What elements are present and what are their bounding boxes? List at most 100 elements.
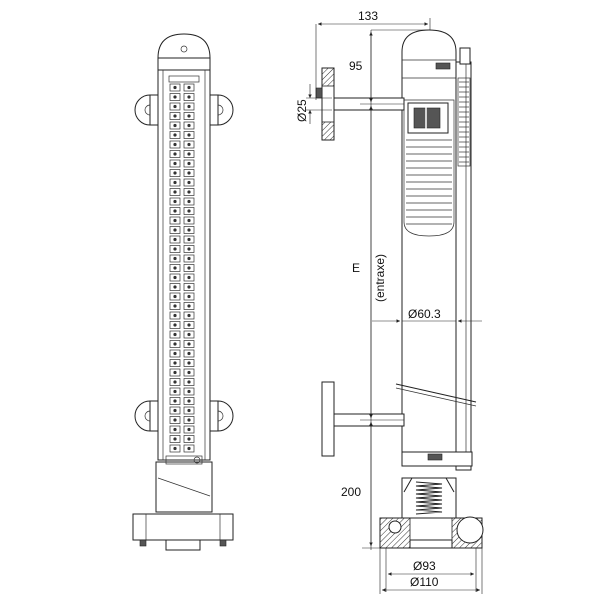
flap-right — [183, 340, 195, 348]
flap-dot — [173, 361, 177, 365]
flap-left — [169, 131, 181, 139]
side-spring — [415, 481, 443, 515]
flap-dot — [173, 446, 177, 451]
flap-dot — [173, 123, 177, 128]
flap-dot — [173, 152, 177, 156]
flap-dot — [187, 370, 191, 375]
flap-right — [183, 93, 195, 101]
flap-dot — [173, 408, 177, 413]
flap-dot — [187, 171, 191, 175]
flap-dot — [187, 199, 191, 204]
flap-dot — [173, 418, 177, 422]
flap-right — [183, 83, 195, 92]
flap-dot — [187, 351, 191, 356]
flap-dot — [187, 275, 191, 280]
flap-dot — [187, 161, 191, 166]
flap-dot — [187, 218, 191, 223]
flap-left — [169, 330, 181, 339]
flap-left — [169, 254, 181, 263]
flap-left — [169, 416, 181, 424]
flap-right — [183, 302, 195, 310]
flap-dot — [187, 114, 191, 118]
flap-dot — [173, 237, 177, 242]
flap-left — [169, 140, 181, 149]
flap-left — [169, 444, 181, 453]
flap-right — [183, 359, 195, 367]
flap-left — [169, 283, 181, 291]
flap-left — [169, 178, 181, 187]
flap-left — [169, 378, 181, 386]
flap-dot — [187, 304, 191, 308]
flap-left — [169, 216, 181, 225]
flap-dot — [187, 228, 191, 232]
flap-right — [183, 245, 195, 253]
flap-left — [169, 121, 181, 130]
flap-dot — [173, 180, 177, 185]
side-lower-flange — [321, 381, 335, 457]
flap-right — [183, 397, 195, 405]
flap-dot — [187, 380, 191, 384]
flap-dot — [187, 437, 191, 441]
flap-dot — [187, 418, 191, 422]
flap-right — [183, 321, 195, 329]
flap-left — [169, 387, 181, 396]
flap-left — [169, 311, 181, 320]
side-main-column — [401, 29, 457, 463]
front-drain-plug — [165, 539, 201, 551]
flap-left — [169, 368, 181, 377]
side-float-rings — [406, 139, 452, 225]
flap-right — [183, 226, 195, 234]
front-cap-screw — [180, 45, 188, 53]
flap-left — [169, 83, 181, 92]
flap-dot — [173, 209, 177, 213]
flap-right — [183, 131, 195, 139]
flap-dot — [173, 171, 177, 175]
front-bottom-flange — [132, 513, 234, 541]
side-spring-housing — [401, 477, 457, 519]
side-float — [403, 99, 455, 237]
flap-dot — [173, 370, 177, 375]
flap-right — [183, 207, 195, 215]
flap-dot — [173, 142, 177, 147]
flap-dot — [187, 237, 191, 242]
flap-dot — [187, 104, 191, 109]
flap-dot — [187, 332, 191, 337]
flap-dot — [187, 427, 191, 432]
flap-left — [169, 273, 181, 282]
flap-left — [169, 397, 181, 405]
flap-right — [183, 425, 195, 434]
flap-left — [169, 425, 181, 434]
dim-label-95: 95 — [349, 59, 363, 73]
flap-dot — [187, 85, 191, 90]
flap-dot — [187, 247, 191, 251]
side-view — [315, 29, 484, 549]
flap-dot — [187, 285, 191, 289]
flap-right — [183, 112, 195, 120]
flap-left — [169, 169, 181, 177]
flap-dot — [173, 161, 177, 166]
side-bottom-drain — [456, 516, 484, 544]
front-view — [132, 33, 234, 551]
flap-left — [169, 112, 181, 120]
flap-right — [183, 406, 195, 415]
flap-left — [169, 159, 181, 168]
flap-dot — [173, 351, 177, 356]
flap-right — [183, 197, 195, 206]
dim-label-entraxe: (entraxe) — [373, 254, 387, 302]
flap-right — [183, 140, 195, 149]
flap-dot — [187, 256, 191, 261]
flap-dot — [187, 294, 191, 299]
flap-dot — [173, 95, 177, 99]
spring-coil — [415, 481, 443, 515]
flap-right — [183, 435, 195, 443]
flap-left — [169, 102, 181, 111]
flap-left — [169, 264, 181, 272]
flap-dot — [173, 256, 177, 261]
flap-right — [183, 254, 195, 263]
flap-right — [183, 169, 195, 177]
flap-dot — [173, 304, 177, 308]
flap-right — [183, 368, 195, 377]
dim-label-E: E — [352, 261, 360, 275]
flap-dot — [187, 323, 191, 327]
